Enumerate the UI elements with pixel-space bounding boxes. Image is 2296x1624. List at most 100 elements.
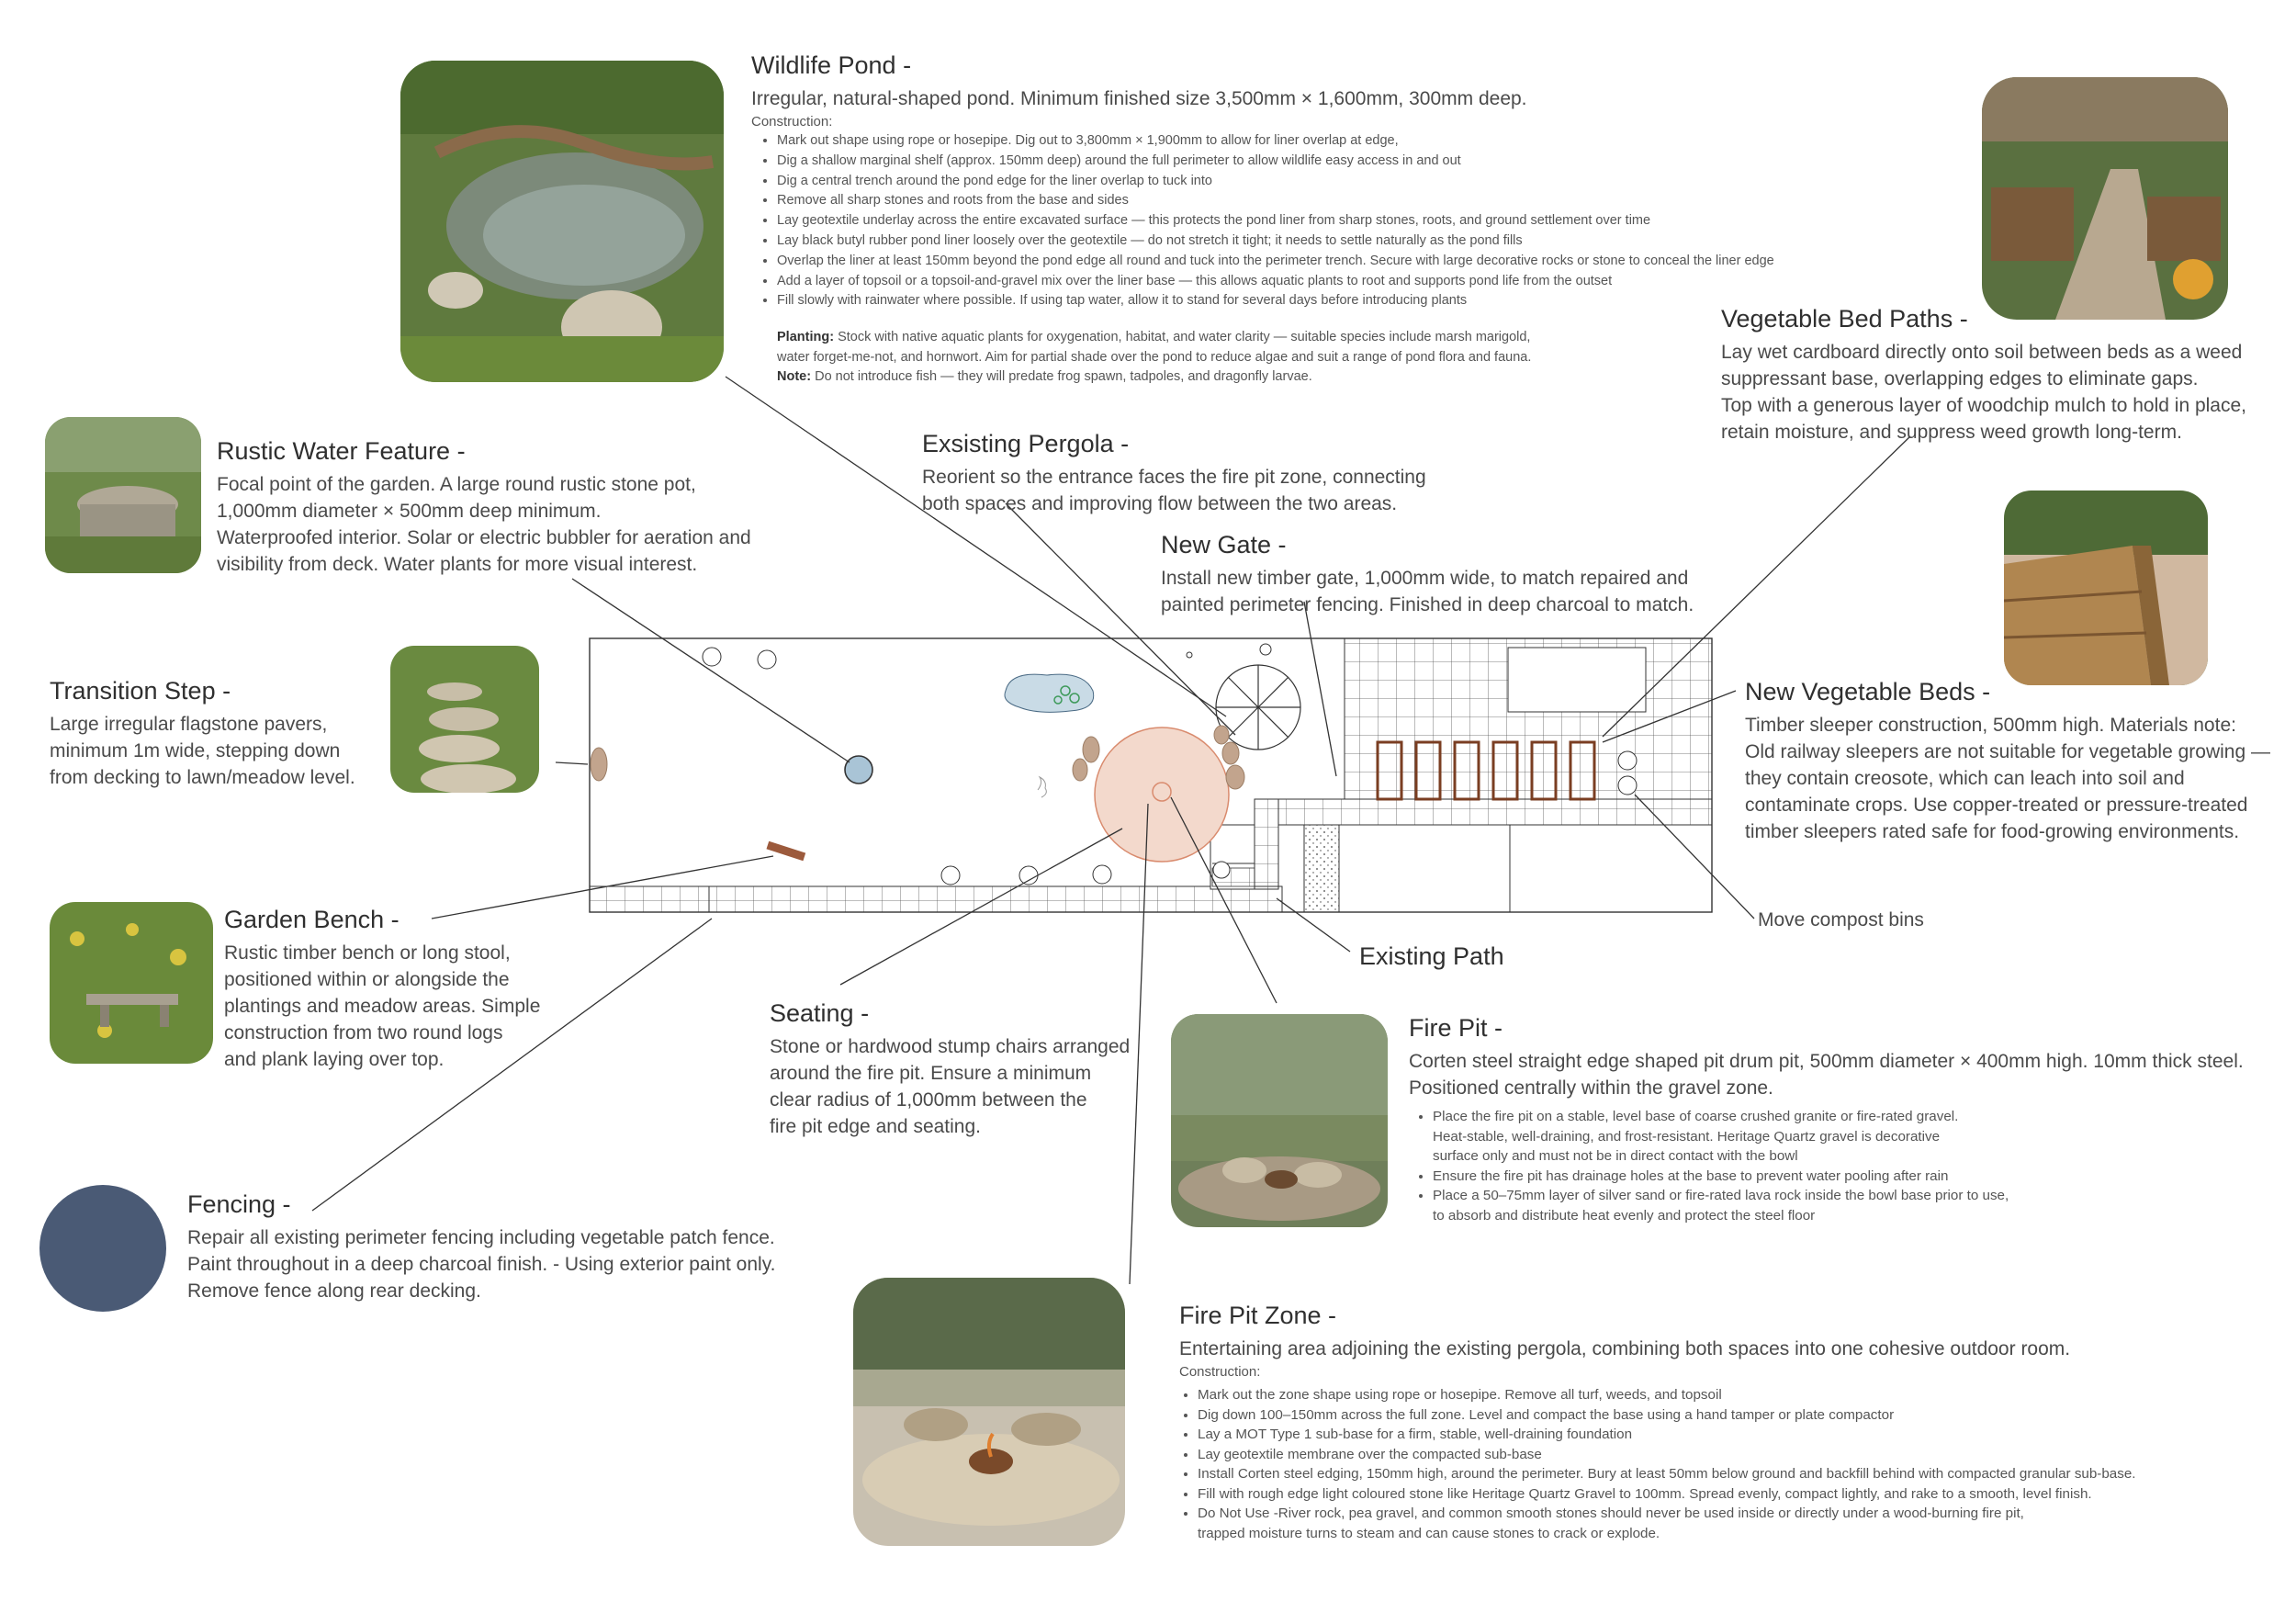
decking	[589, 885, 710, 913]
wildlife-pond-subtitle: Irregular, natural-shaped pond. Minimum …	[751, 88, 1527, 109]
fire-pit-zone-title: Fire Pit Zone -	[1179, 1302, 1337, 1329]
text-line: Large irregular flagstone pavers,	[50, 714, 328, 735]
new-vegetable-beds-section: New Vegetable Beds - Timber sleeper cons…	[1745, 678, 2270, 845]
text-line: positioned within or alongside the	[224, 969, 510, 990]
text-line: timber sleepers rated safe for food-grow…	[1745, 821, 2240, 842]
transition-step-section: Transition Step - Large irregular flagst…	[50, 677, 355, 791]
fencing-title: Fencing -	[187, 1190, 291, 1218]
fencing-colour-swatch	[39, 1185, 166, 1312]
text-line: retain moisture, and suppress weed growt…	[1721, 422, 2182, 443]
fencing-section: Fencing - Repair all existing perimeter …	[187, 1190, 775, 1304]
text-line: Corten steel straight edge shaped pit dr…	[1409, 1051, 2244, 1072]
fire-pit-zone-bullets: Mark out the zone shape using rope or ho…	[1179, 1385, 2136, 1543]
vegetable-bed-paths-title: Vegetable Bed Paths -	[1721, 305, 1968, 333]
wildlife-pond	[1004, 673, 1095, 713]
text-line: Paint throughout in a deep charcoal fini…	[187, 1254, 776, 1275]
list-item: Do Not Use -River rock, pea gravel, and …	[1198, 1504, 2136, 1543]
fire-pit-zone-photo	[853, 1278, 1125, 1546]
rustic-water-feature-title: Rustic Water Feature -	[217, 437, 466, 465]
text-line: visibility from deck. Water plants for m…	[217, 554, 698, 575]
transition-step-title: Transition Step -	[50, 677, 231, 705]
text-line: from decking to lawn/meadow level.	[50, 767, 355, 788]
garden-bench-photo	[50, 902, 213, 1064]
fire-pit	[1152, 782, 1172, 802]
transition-step-photo	[390, 646, 539, 793]
list-item: Fill slowly with rainwater where possibl…	[777, 291, 1973, 311]
list-item: Add a layer of topsoil or a topsoil-and-…	[777, 272, 1973, 292]
fire-pit-zone	[1094, 727, 1230, 863]
text-line: Rustic timber bench or long stool,	[224, 942, 511, 964]
fire-pit-zone-section: Fire Pit Zone - Entertaining area adjoin…	[1179, 1302, 2136, 1543]
text-line: Stone or hardwood stump chairs arranged	[770, 1036, 1131, 1057]
rustic-water-feature-photo	[45, 417, 201, 573]
list-item: Lay a MOT Type 1 sub-base for a firm, st…	[1198, 1425, 2136, 1445]
text-line: Timber sleeper construction, 500mm high.…	[1745, 715, 2236, 736]
list-item: Ensure the fire pit has drainage holes a…	[1433, 1167, 2244, 1187]
fire-pit-title: Fire Pit -	[1409, 1014, 1503, 1042]
text-line: both spaces and improving flow between t…	[922, 493, 1398, 514]
existing-pergola-title: Exsisting Pergola -	[922, 430, 1130, 457]
text-line: clear radius of 1,000mm between the	[770, 1089, 1087, 1111]
text-line: fire pit edge and seating.	[770, 1116, 981, 1137]
fire-pit-photo	[1171, 1014, 1388, 1227]
text-line: construction from two round logs	[224, 1022, 503, 1043]
planting-line-1: Stock with native aquatic plants for oxy…	[838, 330, 1531, 345]
pergola	[1215, 664, 1301, 750]
greenhouse	[1507, 647, 1647, 713]
wildlife-pond-title: Wildlife Pond -	[751, 51, 912, 79]
new-vegetable-beds-photo	[2004, 491, 2208, 685]
text-line: contaminate crops. Use copper-treated or…	[1745, 795, 2248, 816]
list-item: Remove all sharp stones and roots from t…	[777, 191, 1973, 211]
text-line: Focal point of the garden. A large round…	[217, 474, 696, 495]
vegetable-bed-paths-section: Vegetable Bed Paths - Lay wet cardboard …	[1721, 305, 2246, 445]
compost-bin	[1617, 750, 1638, 771]
wildlife-pond-construction-label: Construction:	[751, 114, 833, 130]
text-line: Reorient so the entrance faces the fire …	[922, 467, 1426, 488]
planting-label: Planting:	[777, 330, 835, 345]
bench	[766, 840, 806, 862]
text-line: Lay wet cardboard directly onto soil bet…	[1721, 342, 2243, 363]
wildlife-pond-planting: Planting: Stock with native aquatic plan…	[751, 328, 1973, 388]
existing-path-vertical	[1254, 798, 1279, 890]
move-compost-bins-label: Move compost bins	[1758, 909, 1924, 930]
list-item: Mark out the zone shape using rope or ho…	[1198, 1385, 2136, 1405]
water-feature	[844, 755, 873, 784]
list-item: Dig a shallow marginal shelf (approx. 15…	[777, 152, 1973, 172]
new-gate-section: New Gate - Install new timber gate, 1,00…	[1161, 531, 1694, 618]
seating-title: Seating -	[770, 999, 870, 1027]
list-item: Fill with rough edge light coloured ston…	[1198, 1484, 2136, 1505]
existing-pergola-section: Exsisting Pergola - Reorient so the entr…	[922, 430, 1426, 517]
text-line: Repair all existing perimeter fencing in…	[187, 1227, 775, 1248]
text-line: Install new timber gate, 1,000mm wide, t…	[1161, 568, 1689, 589]
note-label: Note:	[777, 369, 812, 385]
garden-boundary	[589, 637, 1713, 913]
text-line: around the fire pit. Ensure a minimum	[770, 1063, 1092, 1084]
lower-right-area	[1338, 824, 1713, 913]
text-line: Positioned centrally within the gravel z…	[1409, 1077, 1773, 1099]
existing-path-horizontal	[1277, 798, 1713, 826]
text-line: Top with a generous layer of woodchip mu…	[1721, 395, 2247, 416]
text-line: plantings and meadow areas. Simple	[224, 996, 541, 1017]
text-line: and plank laying over top.	[224, 1049, 445, 1070]
garden-bench-title: Garden Bench -	[224, 906, 400, 933]
text-line: Remove fence along rear decking.	[187, 1280, 481, 1302]
gravel-strip	[1303, 824, 1340, 913]
list-item: Dig a central trench around the pond edg…	[777, 172, 1973, 192]
existing-path-label: Existing Path	[1359, 942, 1504, 970]
text-line: they contain creosote, which can leach i…	[1745, 768, 2185, 789]
compost-bin	[1617, 775, 1638, 795]
list-item: Lay geotextile underlay across the entir…	[777, 211, 1973, 231]
garden-bench-section: Garden Bench - Rustic timber bench or lo…	[224, 906, 540, 1073]
vegetable-beds	[1376, 740, 1596, 801]
fire-pit-zone-subtitle: Entertaining area adjoining the existing…	[1179, 1338, 2071, 1359]
text-line: suppressant base, overlapping edges to e…	[1721, 368, 2199, 389]
fire-pit-zone-construction-label: Construction:	[1179, 1364, 1261, 1380]
seating-section: Seating - Stone or hardwood stump chairs…	[770, 999, 1130, 1140]
text-line: minimum 1m wide, stepping down	[50, 740, 341, 761]
note-text: Do not introduce fish — they will predat…	[815, 369, 1312, 385]
list-item: Mark out shape using rope or hosepipe. D…	[777, 131, 1973, 152]
new-gate-title: New Gate -	[1161, 531, 1287, 558]
list-item: Place a 50–75mm layer of silver sand or …	[1433, 1186, 2244, 1225]
planting-line-2: water forget-me-not, and hornwort. Aim f…	[777, 349, 1532, 365]
